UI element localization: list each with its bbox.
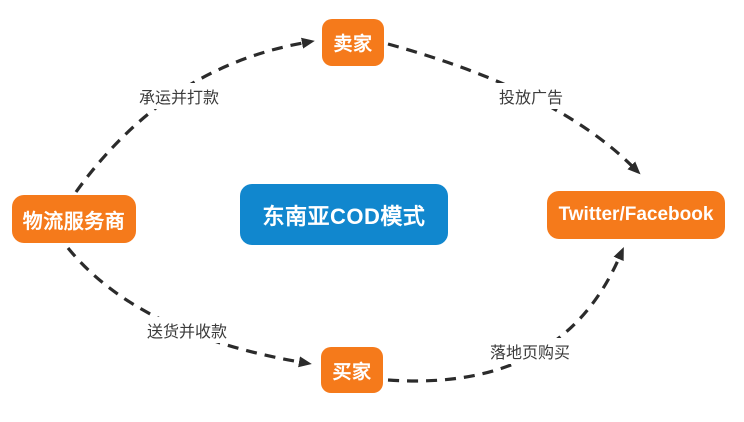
edge-label-deliver-and-collect: 送货并收款	[142, 317, 232, 343]
edge-label-place-ads: 投放广告	[494, 83, 568, 109]
arrow-logistics-to-seller	[74, 37, 315, 193]
arrow-buyer-to-social	[387, 247, 624, 383]
edge-label-carry-and-pay: 承运并打款	[134, 83, 224, 109]
node-seller: 卖家	[322, 19, 384, 66]
node-logistics-provider: 物流服务商	[12, 195, 136, 243]
node-buyer: 买家	[321, 347, 383, 393]
node-twitter-facebook: Twitter/Facebook	[547, 191, 725, 239]
arrow-logistics-to-buyer	[66, 246, 312, 368]
edge-label-landing-page-purchase: 落地页购买	[485, 338, 575, 364]
node-sea-cod-model-title: 东南亚COD模式	[240, 184, 448, 245]
